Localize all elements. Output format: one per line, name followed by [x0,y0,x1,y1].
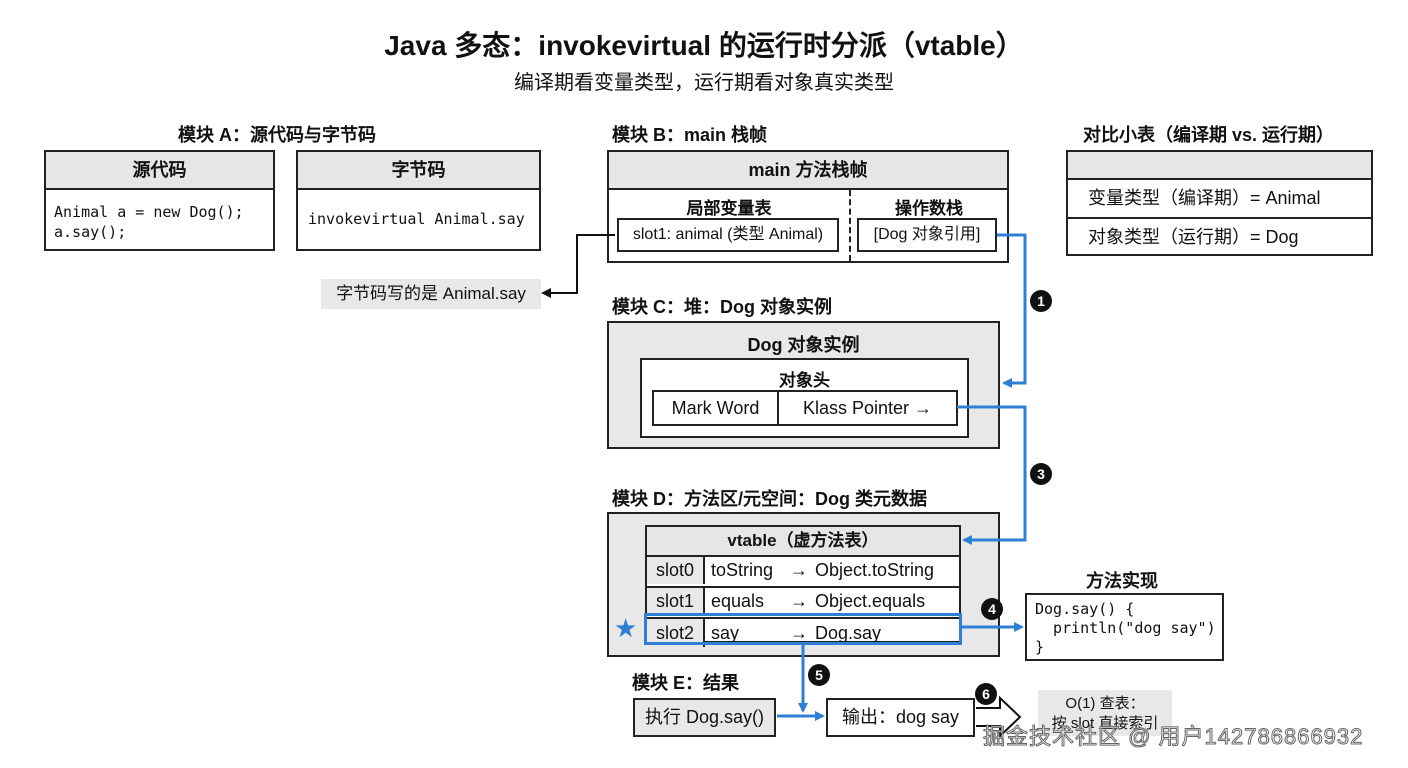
vtable-method: say [711,622,740,643]
bytecode-line: invokevirtual Animal.say [308,210,525,228]
dog-instance-header: Dog 对象实例 [747,335,860,355]
impl-code-line: println("dog say") [1035,619,1216,637]
watermark: 掘金技术社区 @ 用户142786866932 [982,724,1364,750]
dog-instance-box: Dog 对象实例 对象头 Mark Word Klass Pointer → [607,321,1000,449]
mark-word-field: Mark Word [654,392,779,424]
lookup-note: O(1) 查表： 按 slot 直接索引 [1038,690,1172,736]
object-header-fields: Mark Word Klass Pointer → [652,390,958,426]
impl-code-line: Dog.say() { [1035,600,1135,618]
star-icon: ★ [614,613,638,643]
source-line-2: a.say(); [54,223,127,241]
source-code-box: 源代码 Animal a = new Dog(); a.say(); [44,150,275,251]
object-header-label: 对象头 [779,371,830,390]
compare-row-runtime: 对象类型（运行期）= Dog [1088,227,1299,247]
locals-slot1: slot1: animal (类型 Animal) [617,218,839,252]
vtable-slot: slot1 [647,588,705,615]
module-e-label: 模块 E：结果 [632,673,740,693]
module-b-label: 模块 B：main 栈帧 [612,125,768,145]
operand-stack-header: 操作数栈 [895,199,963,218]
compare-table: 变量类型（编译期）= Animal 对象类型（运行期）= Dog [1066,150,1373,256]
bytecode-header: 字节码 [298,152,539,190]
impl-code-line: } [1035,638,1045,656]
vtable-arrow: → [790,622,808,643]
vtable-slot: slot0 [647,557,705,584]
module-a-label: 模块 A：源代码与字节码 [178,125,376,145]
module-c-label: 模块 C：堆：Dog 对象实例 [612,297,832,317]
compare-label: 对比小表（编译期 vs. 运行期） [1083,125,1335,145]
vtable-target: Dog.say [815,622,882,643]
vtable-arrow: → [790,591,808,611]
main-frame-header: main 方法栈帧 [609,152,1007,190]
locals-header: 局部变量表 [686,199,772,218]
compare-header [1068,152,1371,180]
step-badge-1: 1 [1030,290,1052,312]
klass-pointer-field: Klass Pointer → [802,397,933,418]
method-impl-label: 方法实现 [1086,571,1158,591]
lookup-note-line: 按 slot 直接索引 [1051,715,1159,732]
step-badge-3: 3 [1030,463,1052,485]
bytecode-box: 字节码 invokevirtual Animal.say [296,150,541,251]
connector-slot-to-note [541,234,615,298]
method-impl-box: Dog.say() { println("dog say") } [1025,593,1224,661]
module-d-label: 模块 D：方法区/元空间：Dog 类元数据 [612,489,927,509]
vtable-header: vtable（虚方法表） [647,527,959,557]
vtable: vtable（虚方法表） slot0 toString → Object.toS… [645,525,961,647]
slot2-highlight [644,613,962,645]
frame-divider [849,190,851,261]
source-code-header: 源代码 [46,152,273,190]
main-stack-frame: main 方法栈帧 局部变量表 slot1: animal (类型 Animal… [607,150,1009,263]
step-badge-5: 5 [808,664,830,686]
object-header-box: 对象头 Mark Word Klass Pointer → [640,358,969,438]
diagram-subtitle: 编译期看变量类型，运行期看对象真实类型 [514,72,894,94]
vtable-target: Object.toString [815,560,935,580]
bytecode-note: 字节码写的是 Animal.say [321,279,541,309]
step-badge-6: 6 [975,683,997,705]
vtable-row: slot0 toString → Object.toString [647,557,959,588]
vtable-method: equals [711,591,765,611]
execute-box: 执行 Dog.say() [633,698,776,737]
vtable-method: toString [711,560,774,580]
vtable-target: Object.equals [815,591,926,611]
output-box: 输出：dog say [826,698,975,737]
vtable-row: slot1 equals → Object.equals [647,588,959,619]
compare-row-compile: 变量类型（编译期）= Animal [1068,180,1371,219]
lookup-note-line: O(1) 查表： [1065,695,1145,712]
diagram-title: Java 多态：invokevirtual 的运行时分派（vtable） [384,30,1024,61]
vtable-arrow: → [790,560,808,580]
operand-stack-value: [Dog 对象引用] [857,218,997,252]
source-line-1: Animal a = new Dog(); [54,203,244,221]
step-badge-4: 4 [981,598,1003,620]
